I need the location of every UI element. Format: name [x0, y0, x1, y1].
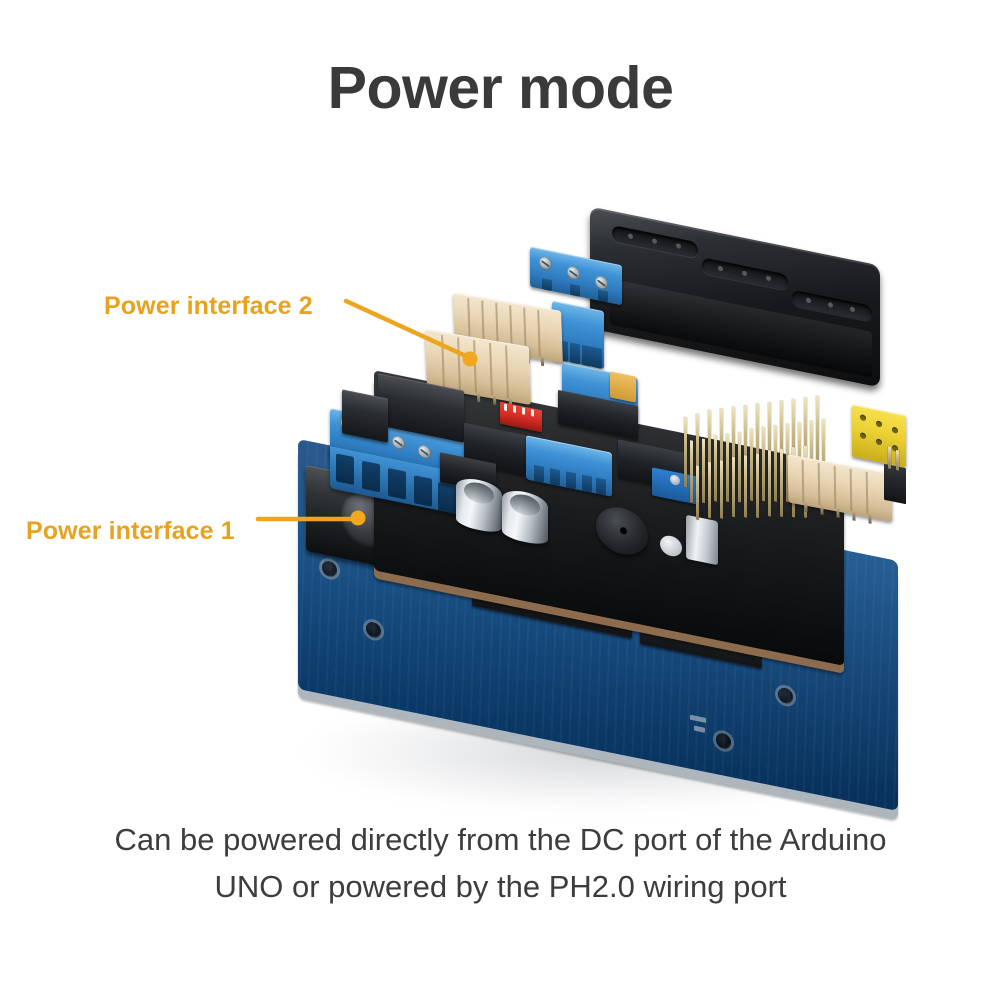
- product-photo: [278, 206, 928, 814]
- callout-label-power-interface-1: Power interface 1: [26, 517, 235, 545]
- page-title: Power mode: [327, 55, 674, 121]
- caption-line-2: UNO or powered by the PH2.0 wiring port: [214, 869, 787, 905]
- silkscreen-mark: [694, 725, 705, 733]
- black-component-block: [342, 389, 388, 443]
- silkscreen-mark: [690, 714, 706, 723]
- housing-slot: [792, 289, 872, 322]
- caption-line-1: Can be powered directly from the DC port…: [114, 822, 887, 857]
- male-pin-header: [886, 446, 906, 472]
- housing-slot: [702, 257, 788, 291]
- mounting-hole: [322, 559, 337, 578]
- caption-block: Can be powered directly from the DC port…: [60, 816, 941, 910]
- mounting-hole: [366, 620, 381, 639]
- mounting-hole: [716, 732, 731, 751]
- callout-label-power-interface-2: Power interface 2: [104, 292, 313, 320]
- tantalum-capacitor: [610, 371, 636, 403]
- housing-slot: [612, 224, 698, 259]
- mounting-hole: [778, 686, 793, 705]
- black-connector-housing: [590, 206, 880, 388]
